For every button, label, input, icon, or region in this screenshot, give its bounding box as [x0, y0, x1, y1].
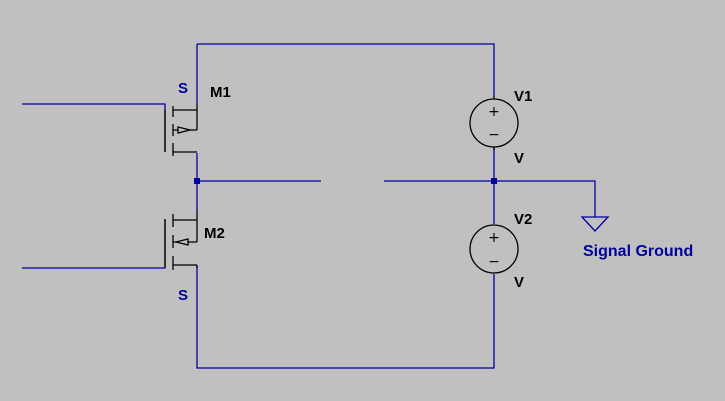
m1-arrow-icon — [177, 126, 191, 134]
voltage-source-v2[interactable]: + − — [469, 224, 519, 274]
wire-m2-gate[interactable] — [22, 219, 166, 269]
v1-name-label: V1 — [514, 88, 532, 105]
v1-value-label: V — [514, 150, 524, 167]
wire-m1-gate[interactable] — [22, 103, 166, 152]
v2-value-label: V — [514, 274, 524, 291]
v1-plus-icon: + — [488, 104, 500, 120]
voltage-source-v1[interactable]: + − — [469, 96, 519, 150]
v2-name-label: V2 — [514, 211, 532, 228]
wire-top[interactable] — [197, 43, 495, 96]
mosfet-m1-symbol[interactable] — [164, 104, 198, 156]
m2-source-pin-label: S — [178, 287, 188, 304]
m2-arrow-icon — [175, 238, 189, 246]
wires — [22, 43, 596, 369]
mosfet-m2-symbol[interactable] — [164, 210, 198, 270]
junction-left — [194, 178, 200, 184]
signal-ground-label: Signal Ground — [583, 243, 693, 260]
wire-bottom[interactable] — [196, 266, 495, 369]
m1-source-pin-label: S — [178, 80, 188, 97]
m2-name-label: M2 — [204, 225, 225, 242]
junction-right — [491, 178, 497, 184]
wire-ground[interactable] — [494, 180, 596, 217]
v2-plus-icon: + — [488, 230, 500, 246]
v2-minus-icon: − — [488, 254, 500, 270]
signal-ground-icon[interactable] — [580, 216, 610, 232]
m1-name-label: M1 — [210, 84, 231, 101]
v1-minus-icon: − — [488, 127, 500, 143]
